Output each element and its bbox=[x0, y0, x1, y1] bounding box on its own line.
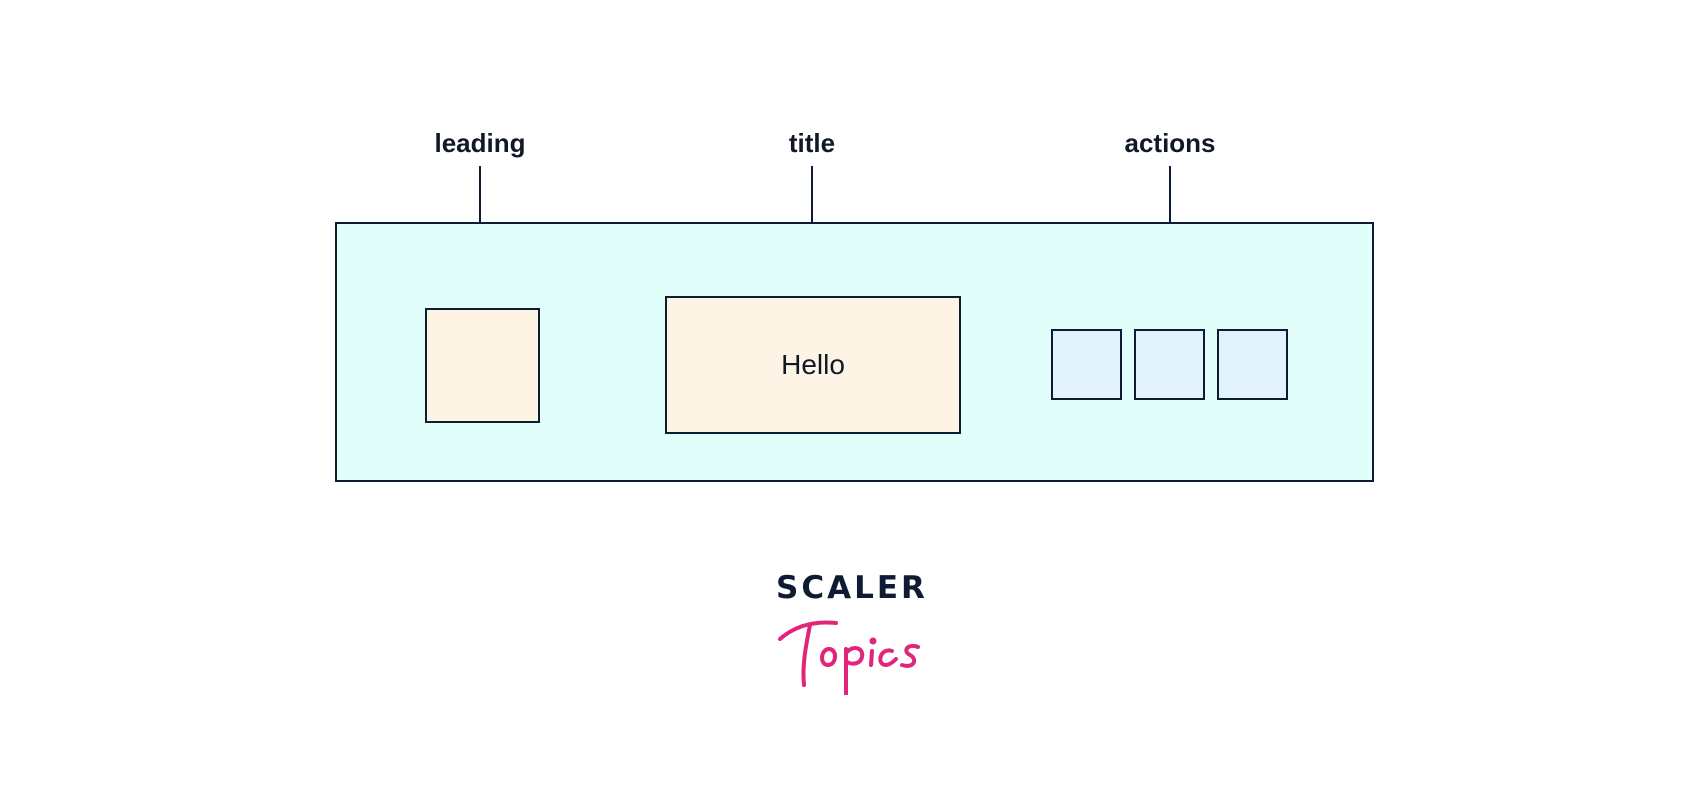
logo-scaler-text: SCALER bbox=[776, 570, 928, 606]
logo-topics-script bbox=[778, 620, 920, 695]
title-widget: Hello bbox=[665, 296, 961, 434]
leading-label: leading bbox=[434, 128, 526, 158]
leading-widget bbox=[425, 308, 540, 423]
scaler-topics-logo: SCALER bbox=[776, 565, 936, 695]
action-widget-2 bbox=[1134, 329, 1205, 400]
title-text: Hello bbox=[781, 349, 845, 380]
app-bar: Hello bbox=[335, 222, 1374, 482]
actions-label: actions bbox=[1124, 128, 1216, 158]
action-widget-1 bbox=[1051, 329, 1122, 400]
title-label: title bbox=[788, 128, 836, 158]
action-widget-3 bbox=[1217, 329, 1288, 400]
